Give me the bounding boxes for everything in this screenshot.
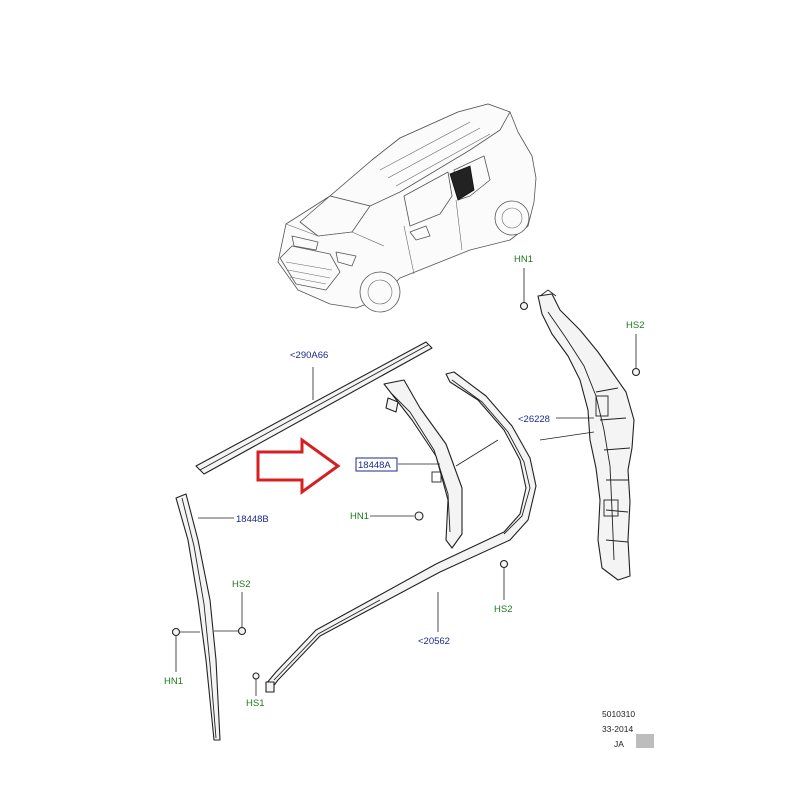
callout-hs1: HS1 <box>246 698 264 709</box>
part-18448a-pillar-trim <box>383 379 463 549</box>
leader-26228-b <box>539 431 595 441</box>
callout-20562: <20562 <box>418 636 450 647</box>
vehicle-illustration <box>277 103 537 313</box>
nut-icon <box>414 511 424 521</box>
screw-icon <box>237 626 247 636</box>
callout-hn1-top: HN1 <box>514 254 533 265</box>
nut-icon <box>171 627 181 637</box>
callout-hs2-right: HS2 <box>626 320 644 331</box>
callout-18448b: 18448B <box>236 514 269 525</box>
callout-26228: <26228 <box>518 414 550 425</box>
part-18448b-pillar-strip <box>175 493 221 741</box>
leader-18448a-b <box>455 439 499 467</box>
part-20562-door-seal <box>265 371 537 689</box>
callout-hs2-bottom: HS2 <box>494 604 512 615</box>
nut-icon <box>519 301 529 311</box>
callout-hn1-mid: HN1 <box>350 511 369 522</box>
callout-18448a: 18448A <box>358 460 391 471</box>
red-outline-arrow-icon <box>256 437 341 495</box>
screw-icon <box>631 367 641 377</box>
doc-date: 33-2014 <box>602 724 633 734</box>
doc-ref-number: 5010310 <box>602 709 635 719</box>
doc-code: JA <box>614 739 624 749</box>
callout-hn1-left: HN1 <box>164 676 183 687</box>
callout-hs2-left: HS2 <box>232 579 250 590</box>
callout-18448a-box <box>355 457 398 472</box>
callout-290a66: <290A66 <box>290 350 328 361</box>
screw-icon <box>499 559 509 569</box>
screw-icon <box>252 672 260 680</box>
doc-code-block <box>636 734 654 748</box>
clip-icon <box>265 681 275 693</box>
part-290a66-strip <box>195 341 433 475</box>
part-26228-bracket <box>537 289 635 581</box>
